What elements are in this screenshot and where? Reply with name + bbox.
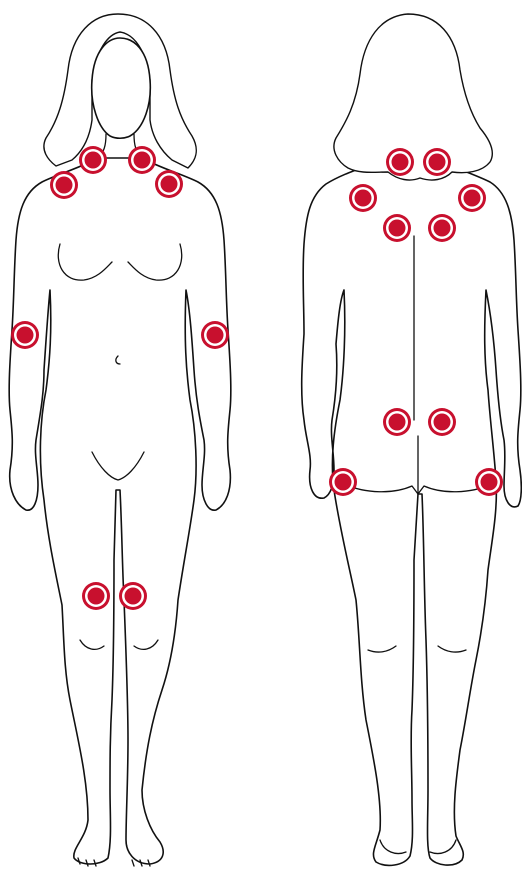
front-face — [92, 38, 151, 138]
tender-point-right-upper-back — [458, 184, 486, 212]
tender-point-right-mid-back — [428, 214, 456, 242]
back-body — [302, 160, 522, 865]
tender-point-dot — [88, 588, 105, 605]
tender-point-right-neck-back — [423, 148, 451, 176]
tender-point-left-shoulder-front — [50, 171, 78, 199]
tender-point-dot — [85, 152, 102, 169]
tender-point-dot — [434, 414, 451, 431]
front-figure — [9, 14, 231, 866]
tender-point-dot — [125, 588, 142, 605]
tender-point-left-neck-back — [386, 148, 414, 176]
tender-point-dot — [389, 220, 406, 237]
tender-point-right-lower-back — [428, 408, 456, 436]
back-hair — [334, 14, 492, 180]
tender-point-dot — [434, 220, 451, 237]
tender-point-left-upper-back — [349, 184, 377, 212]
tender-point-dot — [161, 176, 178, 193]
tender-point-right-neck — [128, 146, 156, 174]
tender-point-left-mid-back — [383, 214, 411, 242]
tender-point-dot — [389, 414, 406, 431]
tender-point-dot — [335, 474, 352, 491]
tender-point-dot — [481, 474, 498, 491]
tender-point-left-lower-back — [383, 408, 411, 436]
tender-point-left-elbow — [11, 321, 39, 349]
tender-point-dot — [392, 154, 409, 171]
tender-point-dot — [464, 190, 481, 207]
tender-point-left-neck — [79, 146, 107, 174]
tender-point-right-hip — [475, 468, 503, 496]
tender-point-dot — [355, 190, 372, 207]
tender-point-right-knee — [119, 582, 147, 610]
tender-point-dot — [134, 152, 151, 169]
tender-point-right-shoulder-front — [155, 170, 183, 198]
front-body — [9, 158, 231, 864]
tender-point-left-hip — [329, 468, 357, 496]
tender-point-left-knee — [82, 582, 110, 610]
tender-point-dot — [207, 327, 224, 344]
tender-point-right-elbow — [201, 321, 229, 349]
back-figure — [302, 14, 522, 865]
tender-point-dot — [429, 154, 446, 171]
tender-point-dot — [17, 327, 34, 344]
tender-point-dot — [56, 177, 73, 194]
